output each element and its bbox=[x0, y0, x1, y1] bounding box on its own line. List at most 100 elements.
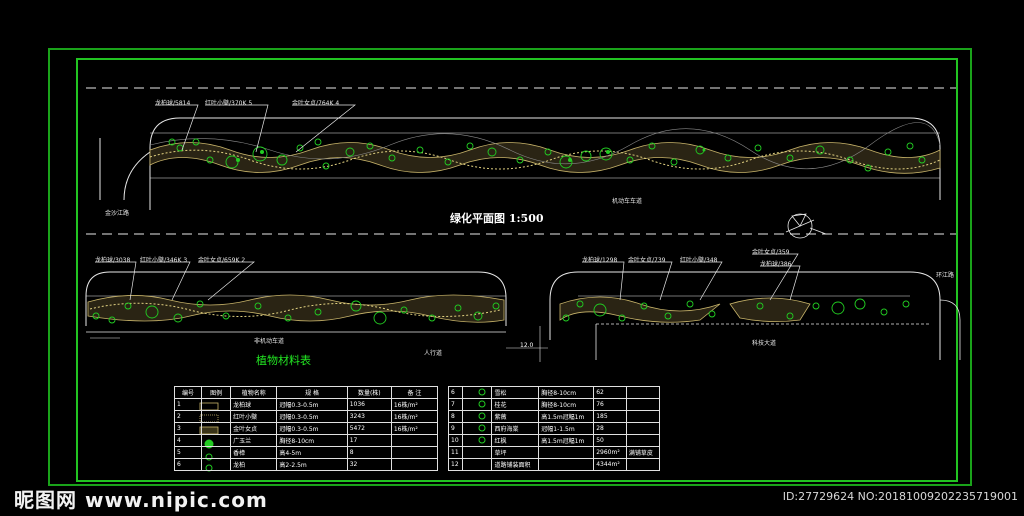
callout-bl-1: 龙柏球/3038 bbox=[95, 257, 131, 264]
road-label-right: 环江路 bbox=[936, 272, 955, 279]
table-row: 12 道路铺装面积 4344m² bbox=[447, 458, 661, 471]
legend-symbol-cell bbox=[201, 398, 232, 411]
drawing-border-inner bbox=[76, 58, 958, 482]
cell: 11 bbox=[447, 446, 464, 459]
cell: 龙柏 bbox=[230, 458, 278, 471]
cell: 2 bbox=[173, 410, 203, 423]
cell: 1036 bbox=[346, 398, 392, 411]
cell: 17 bbox=[346, 434, 392, 447]
cell: 2960m² bbox=[593, 446, 627, 459]
cell: 广玉兰 bbox=[230, 434, 278, 447]
bottom-left-median-planting bbox=[87, 294, 505, 323]
cell bbox=[625, 422, 661, 435]
legend-symbol-cell bbox=[201, 434, 232, 447]
cell bbox=[625, 410, 661, 423]
bottom-left-median-outline bbox=[85, 271, 507, 326]
cell: 雪松 bbox=[491, 386, 540, 399]
north-arrow bbox=[785, 213, 827, 239]
cell: 185 bbox=[593, 410, 627, 423]
cell: 冠幅1-1.5m bbox=[538, 422, 595, 435]
material-table-title: 植物材料表 bbox=[256, 354, 311, 367]
cell: 高2-2.5m bbox=[276, 458, 348, 471]
cell: 12 bbox=[447, 458, 464, 471]
legend-symbol-cell bbox=[462, 458, 493, 471]
legend-symbol-cell bbox=[462, 434, 493, 447]
legend-symbol-cell bbox=[462, 386, 493, 399]
cell: 胸径8-10cm bbox=[538, 386, 595, 399]
road-label-bottom-right: 科技大道 bbox=[752, 340, 777, 347]
cell bbox=[390, 446, 439, 459]
road-label-bottom-left: 非机动车道 bbox=[254, 338, 285, 345]
cell: 6 bbox=[173, 458, 203, 471]
cell bbox=[625, 434, 661, 447]
legend-symbol-cell bbox=[462, 410, 493, 423]
cell: 龙柏球 bbox=[230, 398, 278, 411]
cell: 道路铺装面积 bbox=[491, 458, 540, 471]
cell: 76 bbox=[593, 398, 627, 411]
callout-top-1: 龙柏球/5814 bbox=[155, 100, 191, 107]
cell bbox=[625, 398, 661, 411]
cell: 草坪 bbox=[491, 446, 540, 459]
cell: 胸径8-10cm bbox=[538, 398, 595, 411]
cell: 高4-5m bbox=[276, 446, 348, 459]
cell: 6 bbox=[447, 386, 464, 399]
callout-top-3: 金叶女贞/764K 4 bbox=[292, 100, 340, 107]
cell: 冠幅0.3-0.5m bbox=[276, 422, 348, 435]
cell: 7 bbox=[447, 398, 464, 411]
legend-header-symbol: 图例 bbox=[201, 386, 232, 399]
bottom-right-median-planting bbox=[559, 296, 811, 323]
cell: 50 bbox=[593, 434, 627, 447]
cell: 冠幅0.3-0.5m bbox=[276, 398, 348, 411]
cell bbox=[625, 458, 661, 471]
cell: 桂花 bbox=[491, 398, 540, 411]
cell bbox=[538, 458, 595, 471]
legend-header-spec: 规 格 bbox=[276, 386, 348, 399]
legend-header-no: 编号 bbox=[173, 386, 203, 399]
legend-header-qty: 数量(株) bbox=[346, 386, 392, 399]
legend-symbol-cell bbox=[201, 446, 232, 459]
cell: 10 bbox=[447, 434, 464, 447]
watermark-site-logo: 昵图网 www.nipic.com bbox=[14, 488, 268, 512]
cell: 8 bbox=[447, 410, 464, 423]
plan-title: 绿化平面图 1:500 bbox=[450, 212, 544, 225]
bottom-right-median-outline bbox=[549, 271, 941, 360]
road-label-top-center: 机动车车道 bbox=[612, 198, 643, 205]
legend-header-name: 植物名称 bbox=[230, 386, 278, 399]
cell: 32 bbox=[346, 458, 392, 471]
cell: 红枫 bbox=[491, 434, 540, 447]
cell bbox=[390, 458, 439, 471]
legend-header-note: 备 注 bbox=[390, 386, 439, 399]
bottom-right-median-shrubs bbox=[562, 298, 910, 322]
cell: 16株/m² bbox=[390, 410, 439, 423]
legend-symbol-cell bbox=[462, 446, 493, 459]
cell: 胸径8-10cm bbox=[276, 434, 348, 447]
drawing-border-outer bbox=[48, 48, 972, 486]
cell: 4 bbox=[173, 434, 203, 447]
cell: 16株/m² bbox=[390, 398, 439, 411]
cell: 9 bbox=[447, 422, 464, 435]
cell: 4344m² bbox=[593, 458, 627, 471]
cell bbox=[538, 446, 595, 459]
cell: 满铺草皮 bbox=[625, 446, 661, 459]
callout-br-4: 金叶女贞/359 bbox=[752, 249, 790, 256]
legend-header-row: 编号 图例 植物名称 规 格 数量(株) 备 注 bbox=[173, 386, 439, 399]
callout-br-5: 龙柏球/386 bbox=[760, 261, 792, 268]
legend-symbol-cell bbox=[462, 398, 493, 411]
cell: 香樟 bbox=[230, 446, 278, 459]
cell: 1 bbox=[173, 398, 203, 411]
bottom-left-median-shrubs bbox=[92, 300, 500, 325]
callout-br-2: 金叶女贞/739 bbox=[628, 257, 666, 264]
cell: 高1.5m冠幅1m bbox=[538, 434, 595, 447]
cell: 紫薇 bbox=[491, 410, 540, 423]
